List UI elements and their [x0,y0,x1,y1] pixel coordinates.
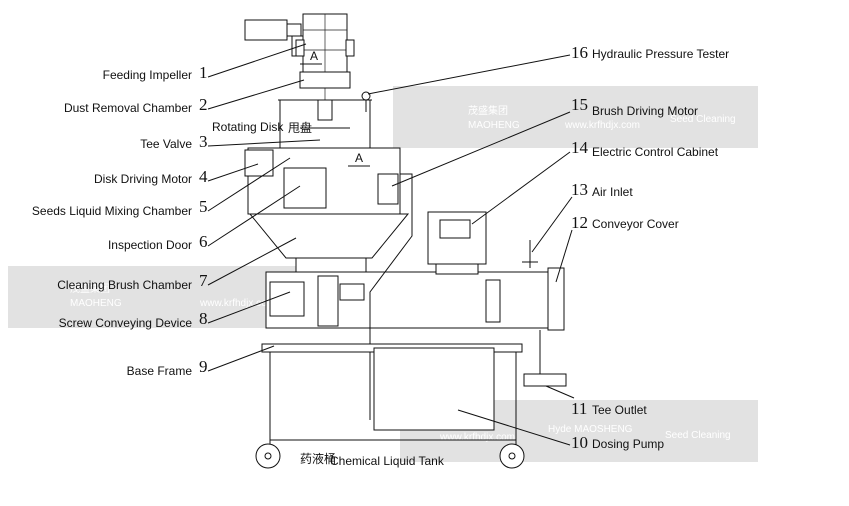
label-inspection-door: Inspection Door 6 [108,185,301,252]
cleaning-brush-chamber-hopper [248,213,410,259]
label-tee-valve: Tee Valve 3 [140,132,321,151]
watermark-url: www.krfhdjx.com [564,120,640,131]
section-a-top: A [310,49,318,63]
callout-number: 13 [571,180,588,199]
callout-number: 4 [199,167,208,186]
callout-number: 16 [571,43,588,62]
label-screw-conveying-device: Screw Conveying Device 8 [59,291,291,330]
dust-removal-chamber [299,71,351,89]
svg-text:Feeding Impeller: Feeding Impeller [103,68,192,82]
callout-number: 1 [199,63,208,82]
watermark-url: www.krfhdjx.com [199,298,275,309]
label-conveyor-cover: 12 Conveyor Cover [555,213,679,283]
callout-number: 11 [571,399,587,418]
svg-text:Cleaning Brush Chamber: Cleaning Brush Chamber [57,278,192,292]
svg-text:Seeds Liquid Mixing Chamber: Seeds Liquid Mixing Chamber [32,204,192,218]
svg-text:Dust Removal Chamber: Dust Removal Chamber [64,101,192,115]
label-dust-removal-chamber: Dust Removal Chamber 2 [64,79,305,115]
svg-text:Dosing Pump: Dosing Pump [592,437,664,451]
left-labels: Feeding Impeller 1 Dust Removal Chamber … [32,43,321,378]
label-disk-driving-motor: Disk Driving Motor 4 [94,163,259,186]
label-dosing-pump: 10 Dosing Pump [457,409,664,452]
tee-outlet [523,373,567,387]
watermark-top: 茂盛集团 MAOHENG www.krfhdjx.com Seed Cleani… [393,86,758,148]
svg-text:Screw Conveying Device: Screw Conveying Device [59,316,193,330]
svg-text:Tee Valve: Tee Valve [140,137,192,151]
callout-number: 3 [199,132,208,151]
svg-text:Base Frame: Base Frame [127,364,193,378]
callout-number: 8 [199,309,208,328]
right-labels: 16 Hydraulic Pressure Tester 15 Brush Dr… [367,43,729,452]
screw-conveying-device [265,271,561,329]
watermark-tag-seed: Seed Cleaning [665,430,731,441]
watermark-tag-seed: Seed Cleaning [670,114,736,125]
callout-number: 6 [199,232,208,251]
inspection-door [283,167,327,209]
label-hydraulic-pressure-tester: 16 Hydraulic Pressure Tester [367,43,729,95]
callout-number: 15 [571,95,588,114]
label-electric-control-cabinet: 14 Electric Control Cabinet [471,138,719,225]
callout-number: 10 [571,433,588,452]
callout-number: 2 [199,95,208,114]
label-base-frame: Base Frame 9 [127,345,275,378]
chemical-tank-label: Chemical Liquid Tank [330,454,445,468]
svg-text:Electric Control Cabinet: Electric Control Cabinet [592,145,719,159]
label-seeds-liquid-mixing-chamber: Seeds Liquid Mixing Chamber 5 [32,157,291,218]
watermark-brand-cn: 茂盛集团 [70,282,110,295]
watermark-brand-en: MAOHENG [70,298,122,309]
brush-driving-motor [377,173,399,205]
callout-number: 5 [199,197,208,216]
machine-drawing: A Rotating Disk 甩盘 A [212,13,567,469]
label-tee-outlet: 11 Tee Outlet [545,385,647,418]
label-brush-driving-motor: 15 Brush Driving Motor [391,95,698,187]
conveyor-cover [547,267,565,331]
svg-text:Air Inlet: Air Inlet [592,185,633,199]
svg-text:Brush Driving Motor: Brush Driving Motor [592,104,698,118]
top-motor [244,19,288,41]
label-cleaning-brush-chamber: Cleaning Brush Chamber 7 [57,237,297,292]
callout-number: 12 [571,213,588,232]
rotating-disk-label: Rotating Disk [212,120,284,134]
watermark-brand-en: MAOHENG [468,120,520,131]
svg-text:Disk Driving Motor: Disk Driving Motor [94,172,192,186]
watermark-brand-cn: 茂盛集团 [468,104,508,117]
label-air-inlet: 13 Air Inlet [531,180,633,253]
callout-number: 14 [571,138,589,157]
chemical-tank-label-cn: 药液桶 [300,451,336,466]
section-a-mid: A [355,151,363,165]
callout-number: 9 [199,357,208,376]
svg-text:Conveyor Cover: Conveyor Cover [592,217,679,231]
rotating-disk-label-cn: 甩盘 [288,120,312,135]
callout-number: 7 [199,271,208,290]
label-feeding-impeller: Feeding Impeller 1 [103,43,307,82]
svg-text:Hydraulic Pressure Tester: Hydraulic Pressure Tester [592,47,729,61]
watermark-tag-right: Hyde MAOSHENG [548,424,633,435]
svg-text:Inspection Door: Inspection Door [108,238,192,252]
watermark-url: www.krfhdjx.com [439,432,515,443]
svg-text:Tee Outlet: Tee Outlet [592,403,647,417]
